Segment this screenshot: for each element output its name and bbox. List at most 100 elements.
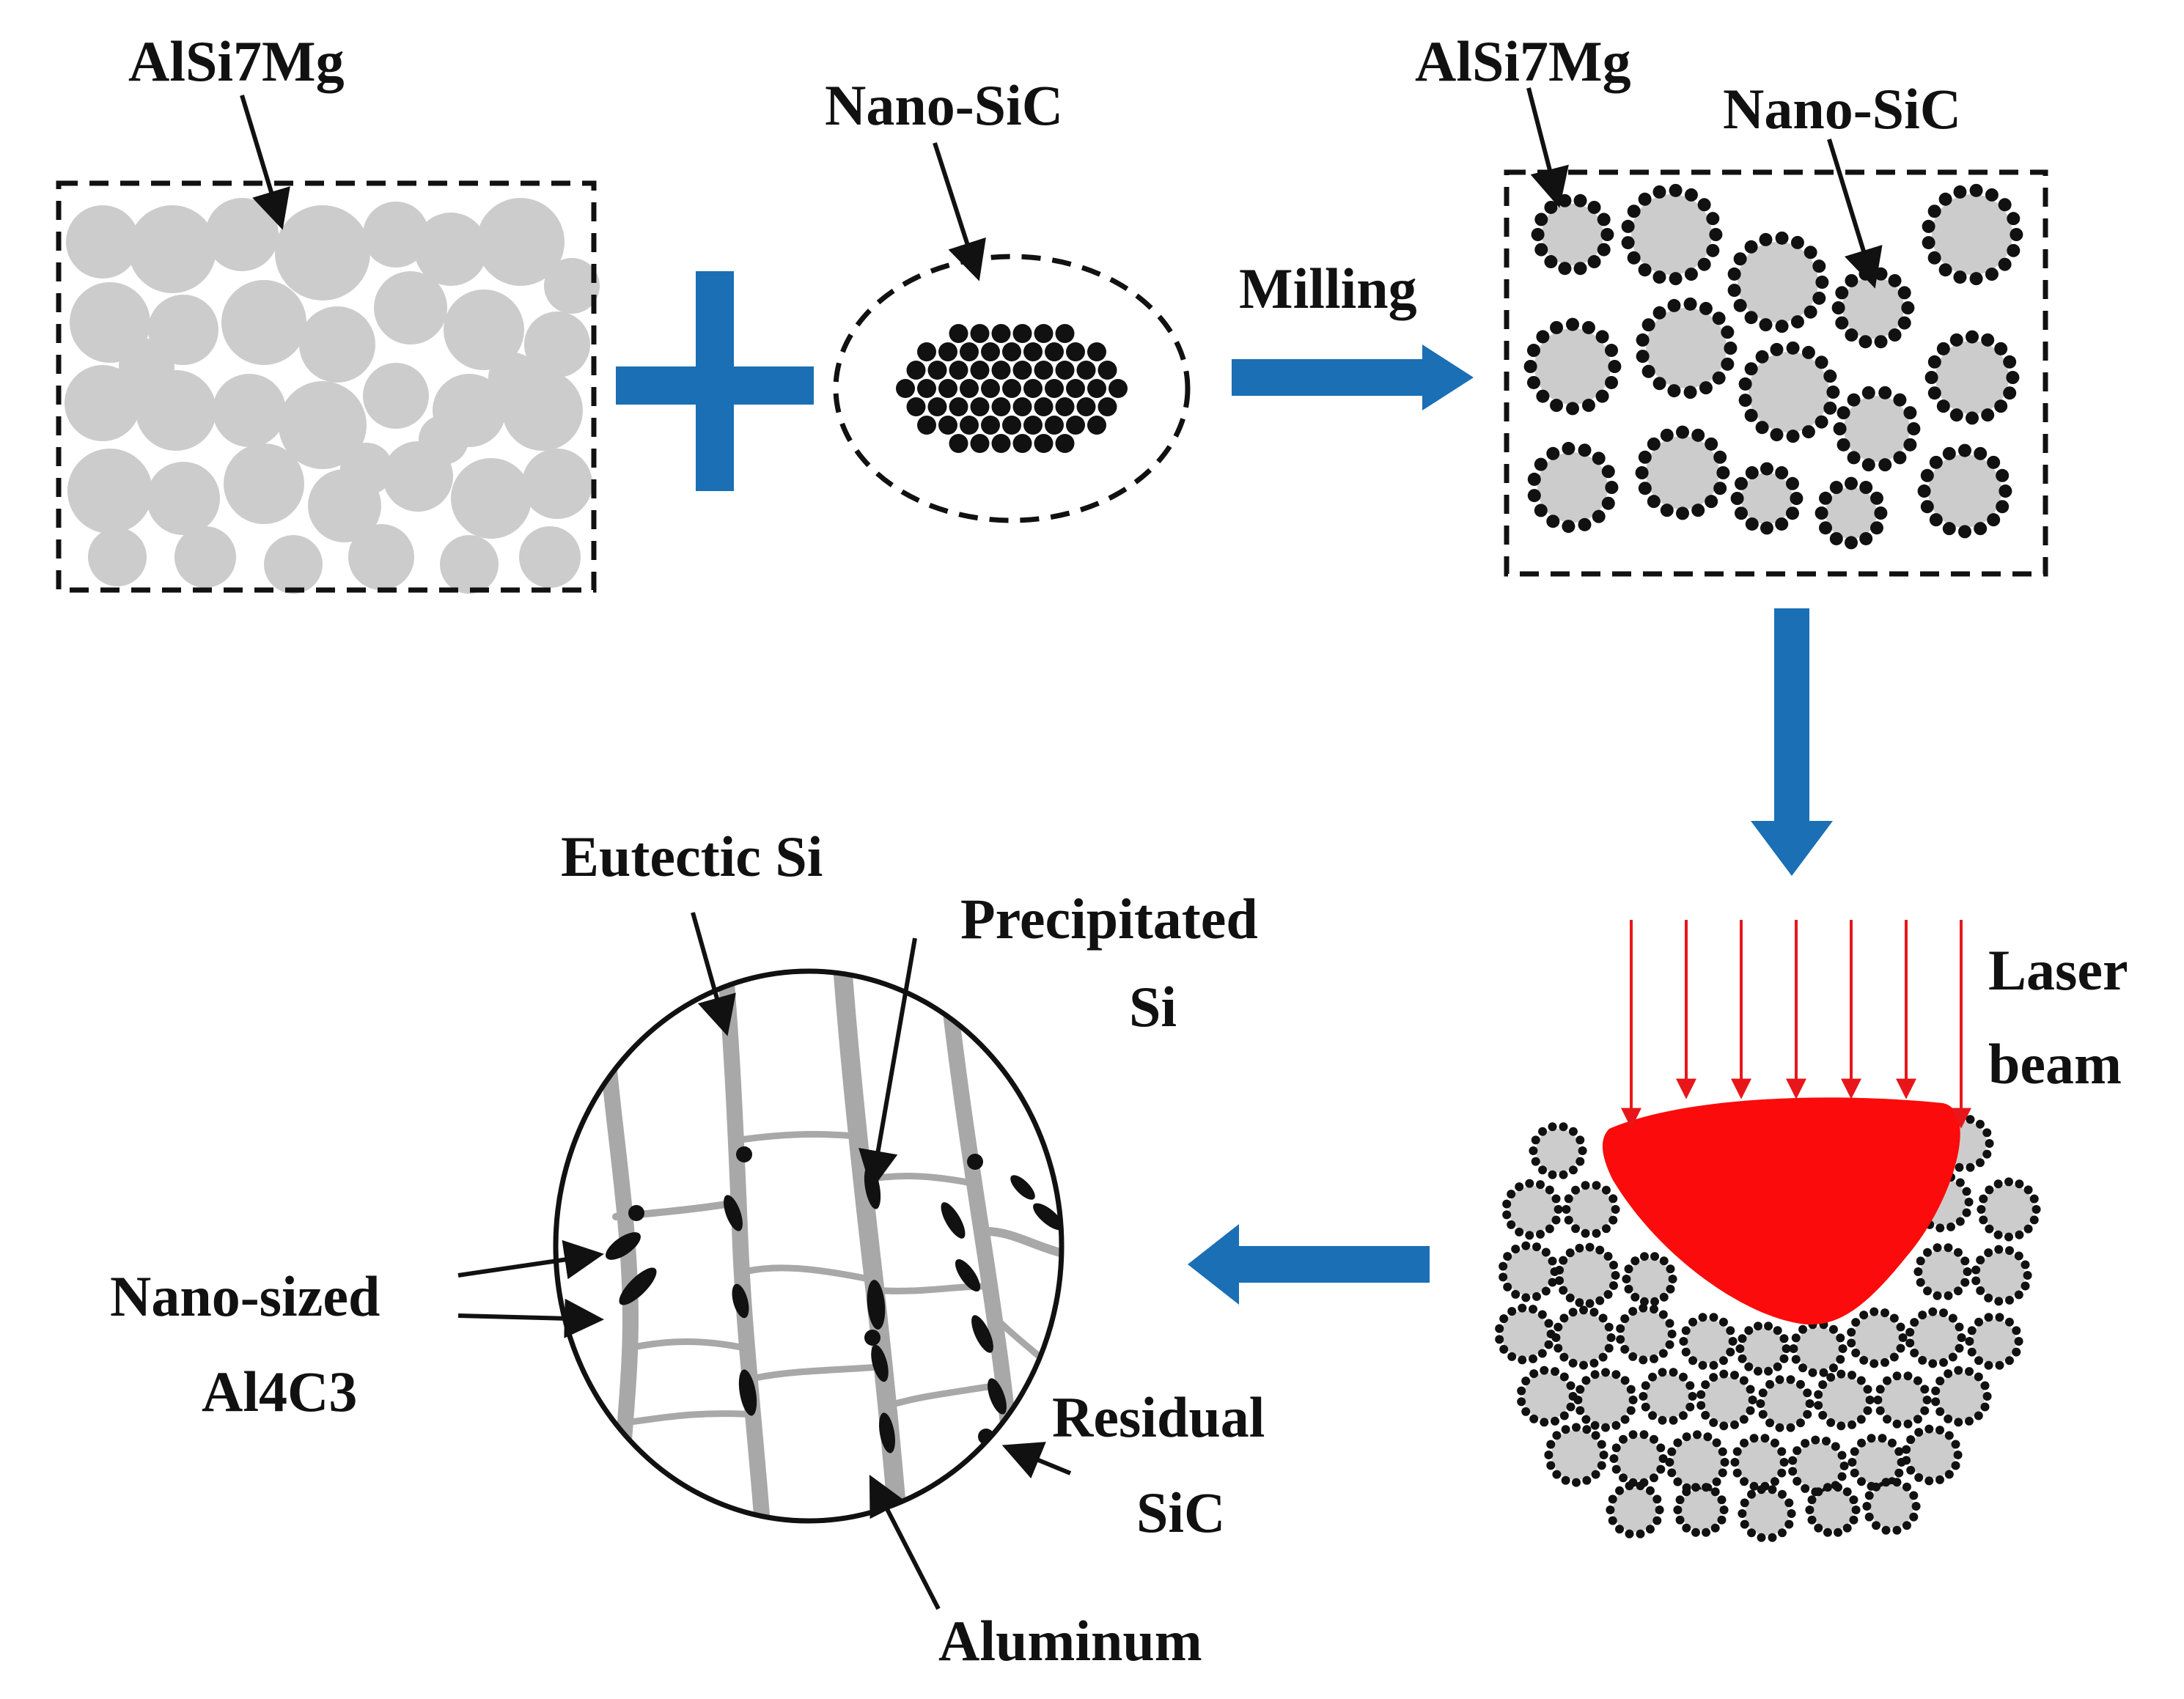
- alsi7mg-powder-panel: [56, 180, 600, 594]
- sic-coating-dot: [1984, 1293, 1993, 1302]
- sic-coating-dot: [1786, 430, 1800, 443]
- sic-coating-dot: [1566, 402, 1579, 416]
- sic-coating-dot: [1665, 1340, 1674, 1349]
- bed-particle-core: [1938, 1373, 1985, 1420]
- sic-coating-dot: [1568, 1358, 1578, 1368]
- sic-coating-dot: [1842, 1487, 1852, 1497]
- sic-coating-dot: [1739, 1415, 1749, 1424]
- melt-pool: [1602, 1097, 1960, 1325]
- sic-coating-dot: [1688, 1392, 1697, 1401]
- sic-coating-dot: [1971, 1276, 1981, 1286]
- sic-coating-dot: [1962, 1187, 1971, 1196]
- sic-coating-dot: [1527, 472, 1541, 486]
- sic-coating-dot: [1760, 462, 1773, 476]
- sic-coating-dot: [2023, 1185, 2033, 1195]
- sic-coating-dot: [1696, 1390, 1706, 1399]
- sic-coating-dot: [1835, 316, 1849, 330]
- sic-coating-dot: [1710, 1523, 1720, 1533]
- sic-coating-dot: [1745, 466, 1759, 480]
- leader-alsi7mg-right: [1526, 87, 1569, 208]
- sic-coating-dot: [1815, 355, 1828, 369]
- sic-coating-dot: [1850, 1447, 1859, 1456]
- bed-particle-core: [1551, 1430, 1601, 1480]
- sic-coating-dot: [1927, 386, 1941, 400]
- sic-nanoparticle: [1034, 397, 1054, 416]
- sic-coating-dot: [1847, 1458, 1857, 1467]
- sic-coating-dot: [2015, 1230, 2024, 1239]
- sic-coating-dot: [1730, 1420, 1740, 1429]
- sic-coating-dot: [1719, 1369, 1729, 1379]
- sic-coating-dot: [1859, 481, 1873, 495]
- sic-coating-dot: [1684, 188, 1698, 202]
- sic-coating-dot: [1920, 468, 1934, 482]
- bed-particle-core: [1581, 1375, 1630, 1425]
- sic-coating-dot: [1601, 1185, 1611, 1195]
- sic-coating-dot: [1880, 1357, 1890, 1367]
- sic-coating-dot: [1744, 408, 1758, 422]
- sic-coating-dot: [1976, 1286, 1985, 1295]
- sic-coating-dot: [1698, 1360, 1707, 1370]
- sic-coating-dot: [1523, 360, 1537, 373]
- coated-particles: [1523, 183, 2023, 550]
- sic-coating-dot: [1851, 1348, 1861, 1357]
- milled-panel-frame: [1504, 169, 2048, 577]
- sic-coating-dot: [1551, 1367, 1560, 1376]
- sic-coating-dot: [1755, 350, 1769, 364]
- sic-coating-dot: [1770, 342, 1784, 356]
- sic-coating-dot: [1620, 1415, 1630, 1424]
- sic-coating-dot: [1526, 344, 1540, 358]
- sic-coating-dot: [1600, 228, 1614, 241]
- sic-nanoparticle: [1055, 324, 1075, 343]
- sic-coating-dot: [1597, 1461, 1606, 1470]
- sic-coating-dot: [1576, 1157, 1585, 1166]
- bed-particle-core: [1523, 1373, 1570, 1420]
- sic-coating-dot: [1944, 1243, 1953, 1253]
- sic-coating-dot: [1985, 268, 1999, 281]
- sic-coating-dot: [1601, 465, 1615, 479]
- sic-coating-dot: [1541, 1286, 1551, 1296]
- sic-coating-dot: [1682, 1487, 1691, 1497]
- sic-coating-dot: [1775, 466, 1789, 480]
- sic-coating-dot: [1897, 316, 1911, 330]
- plus-icon: [616, 271, 814, 491]
- sic-coating-dot: [1576, 1385, 1585, 1394]
- sic-coating-dot: [1828, 1363, 1838, 1373]
- sic-coating-dot: [1865, 1396, 1875, 1404]
- sic-coating-dot: [1878, 458, 1892, 472]
- sic-coating-dot: [1615, 1525, 1625, 1534]
- sic-coating-dot: [1795, 1418, 1805, 1428]
- sic-nanoparticle: [949, 397, 968, 416]
- sic-coating-dot: [1685, 1402, 1695, 1412]
- sic-coating-dot: [1901, 301, 1915, 314]
- sic-coating-dot: [1495, 1324, 1504, 1333]
- sic-coating-dot: [1931, 1386, 1941, 1396]
- sic-coating-dot: [2014, 1337, 2023, 1346]
- sic-coating-dot: [1831, 1442, 1840, 1451]
- sic-coating-dot: [1717, 1495, 1727, 1505]
- sic-coating-dot: [1969, 272, 1983, 286]
- sic-coating-dot: [1859, 1355, 1869, 1365]
- sic-coating-dot: [1784, 1519, 1794, 1529]
- sic-coating-dot: [1744, 362, 1758, 376]
- sic-coating-dot: [1759, 232, 1773, 246]
- sic-coating-dot: [1620, 1344, 1630, 1354]
- sic-coating-dot: [1660, 504, 1674, 517]
- alsi7mg-particle: [221, 280, 306, 365]
- sic-coating-dot: [1624, 1284, 1633, 1294]
- sic-coating-dot: [2005, 1246, 2015, 1256]
- bed-particle-core: [1680, 1489, 1721, 1530]
- sic-nanoparticle: [1055, 361, 1075, 380]
- coated-particle-core: [1537, 452, 1608, 523]
- sic-coating-dot: [1845, 273, 1858, 287]
- sic-coating-dot: [1608, 1280, 1618, 1290]
- sic-coating-dot: [1529, 1369, 1539, 1379]
- sic-coating-dot: [1893, 393, 1907, 407]
- sic-coating-dot: [1511, 1289, 1521, 1299]
- sic-coating-dot: [1650, 1305, 1659, 1314]
- sic-coating-dot: [1814, 1390, 1823, 1399]
- sic-coating-dot: [2005, 1295, 2015, 1305]
- sic-coating-dot: [1571, 1224, 1581, 1234]
- sic-coating-dot: [1630, 1292, 1640, 1302]
- sic-coating-dot: [1785, 506, 1799, 520]
- sic-coating-dot: [1521, 1407, 1531, 1416]
